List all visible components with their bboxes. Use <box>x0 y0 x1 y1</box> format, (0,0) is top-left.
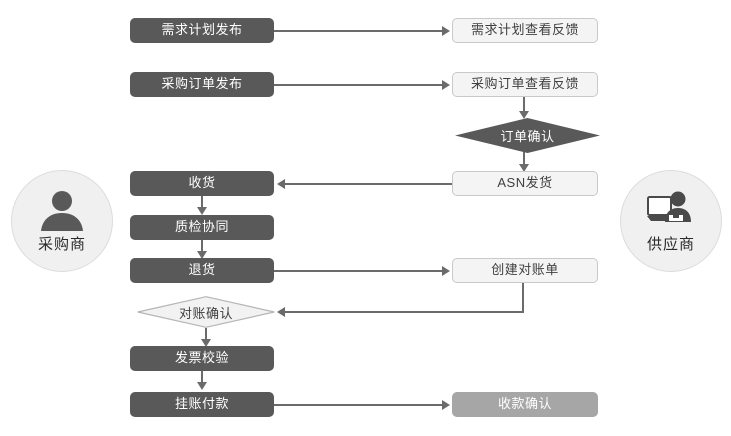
node-payable-payment[interactable]: 挂账付款 <box>130 392 274 417</box>
node-label: 发票校验 <box>174 350 229 366</box>
node-label: 质检协同 <box>174 219 229 235</box>
edge-po-publish <box>274 84 442 86</box>
node-label: ASN发货 <box>497 175 553 191</box>
node-label: 退货 <box>188 262 216 278</box>
arrow-payment-to-receipt <box>442 400 450 410</box>
arrow-confirm-to-asn <box>519 164 529 172</box>
arrow-po-feedback-to-confirm <box>519 111 529 119</box>
arrow-po-publish <box>442 80 450 90</box>
node-receipt-confirm[interactable]: 收款确认 <box>452 392 598 417</box>
arrow-asn-to-receive <box>277 179 285 189</box>
arrow-qc-to-return <box>197 251 207 259</box>
arrow-receive-to-qc <box>197 207 207 215</box>
node-invoice-check[interactable]: 发票校验 <box>130 346 274 371</box>
edge-receive-to-qc <box>201 196 203 208</box>
edge-invoice-to-payment <box>201 371 203 383</box>
edge-asn-to-receive <box>285 183 452 185</box>
node-label: 采购订单查看反馈 <box>470 76 579 92</box>
edge-demand-plan <box>274 30 442 32</box>
edge-payment-to-receipt <box>274 404 442 406</box>
node-label: 挂账付款 <box>174 396 229 412</box>
node-order-confirm[interactable]: 订单确认 <box>455 118 600 153</box>
node-po-publish[interactable]: 采购订单发布 <box>130 72 274 97</box>
edge-confirm-to-invoice <box>205 328 207 340</box>
node-demand-plan-publish[interactable]: 需求计划发布 <box>130 18 274 43</box>
node-label: 需求计划发布 <box>161 22 243 38</box>
edge-confirm-to-asn <box>523 152 525 165</box>
node-asn-ship[interactable]: ASN发货 <box>452 171 598 196</box>
arrow-invoice-to-payment <box>197 382 207 390</box>
node-po-feedback[interactable]: 采购订单查看反馈 <box>452 72 598 97</box>
node-receive-goods[interactable]: 收货 <box>130 171 274 196</box>
diamond-shape <box>455 118 600 153</box>
edge-return-to-statement <box>274 270 442 272</box>
node-demand-plan-feedback[interactable]: 需求计划查看反馈 <box>452 18 598 43</box>
edge-qc-to-return <box>201 240 203 252</box>
actor-supplier[interactable]: 供应商 <box>620 170 722 272</box>
node-label: 采购订单发布 <box>161 76 243 92</box>
arrow-confirm-to-invoice <box>201 339 211 347</box>
edge-statement-to-confirm <box>285 311 524 313</box>
arrow-statement-to-confirm <box>277 307 285 317</box>
person-computer-icon <box>647 191 691 222</box>
node-label: 创建对账单 <box>491 262 559 278</box>
actor-label: 采购商 <box>37 236 86 253</box>
node-label: 对账确认 <box>178 305 233 321</box>
node-label: 需求计划查看反馈 <box>470 22 579 38</box>
node-statement-confirm[interactable]: 对账确认 <box>137 296 275 328</box>
node-create-statement[interactable]: 创建对账单 <box>452 258 598 283</box>
person-icon <box>41 191 83 231</box>
actor-buyer[interactable]: 采购商 <box>11 170 113 272</box>
node-qc-collab[interactable]: 质检协同 <box>130 215 274 240</box>
node-label: 订单确认 <box>500 129 555 144</box>
diamond-shape <box>137 296 275 328</box>
arrow-return-to-statement <box>442 266 450 276</box>
node-label: 收款确认 <box>497 396 552 412</box>
node-return-goods[interactable]: 退货 <box>130 258 274 283</box>
actor-label: 供应商 <box>646 236 695 253</box>
node-label: 收货 <box>188 175 216 191</box>
arrow-demand-plan <box>442 26 450 36</box>
edge-po-feedback-to-confirm <box>523 96 525 112</box>
edge-statement-drop <box>522 283 524 312</box>
